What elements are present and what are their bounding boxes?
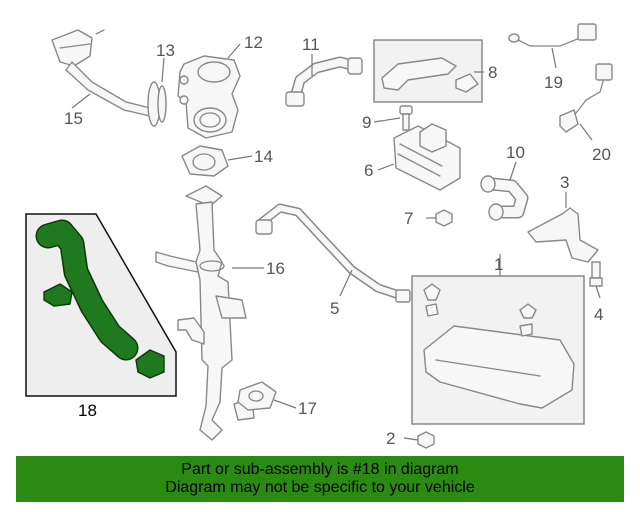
label-20: 20: [592, 145, 611, 164]
label-1: 1: [494, 255, 503, 274]
part-17-gasket[interactable]: [237, 381, 277, 411]
part-9-bolt[interactable]: [399, 105, 413, 131]
part-2-nut[interactable]: [417, 431, 435, 449]
label-2: 2: [386, 429, 395, 448]
part-3-bracket[interactable]: [527, 207, 599, 263]
part-1-canister-box[interactable]: [411, 275, 585, 425]
part-4-bolt[interactable]: [589, 261, 603, 287]
part-15-pipe[interactable]: [51, 29, 151, 117]
label-4: 4: [594, 305, 603, 324]
part-18-clamp-top: [43, 283, 73, 307]
label-11: 11: [302, 35, 320, 54]
banner-line-2: Diagram may not be specific to your vehi…: [165, 479, 475, 496]
part-8-bracket-box[interactable]: [373, 39, 483, 103]
leader-lines: [71, 43, 601, 441]
part-7-nut[interactable]: [435, 209, 453, 227]
label-7: 7: [404, 209, 413, 228]
part-19-sensor[interactable]: [508, 23, 597, 47]
part-13-gasket[interactable]: [147, 81, 167, 127]
label-6: 6: [364, 161, 373, 180]
label-18: 18: [78, 401, 97, 420]
part-11-hose[interactable]: [285, 56, 363, 107]
part-18-highlight-group[interactable]: [25, 213, 177, 397]
label-13: 13: [156, 41, 175, 60]
label-8: 8: [488, 63, 497, 82]
label-17: 17: [298, 399, 317, 418]
part-18-hose: [37, 221, 137, 359]
part-10-hose[interactable]: [480, 175, 529, 221]
part-6-module[interactable]: [393, 123, 461, 191]
info-banner: Part or sub-assembly is #18 in diagram D…: [16, 456, 624, 502]
parts-diagram: 15 13 12 14 16 17 11 8 9 6 7 10 3 4 1 5 …: [25, 23, 613, 449]
part-5-tube[interactable]: [255, 203, 411, 303]
label-16: 16: [266, 259, 285, 278]
label-14: 14: [254, 147, 273, 166]
part-12-valve[interactable]: [177, 55, 241, 139]
part-16-pipe[interactable]: [155, 185, 255, 441]
label-15: 15: [64, 109, 83, 128]
label-19: 19: [544, 73, 563, 92]
label-10: 10: [506, 143, 525, 162]
label-9: 9: [362, 113, 371, 132]
part-18-clamp-bottom: [135, 349, 165, 379]
label-12: 12: [244, 33, 263, 52]
part-14-gasket[interactable]: [181, 145, 229, 177]
part-20-sensor[interactable]: [559, 63, 613, 133]
label-3: 3: [560, 173, 569, 192]
label-5: 5: [330, 299, 339, 318]
banner-line-1: Part or sub-assembly is #18 in diagram: [181, 461, 459, 478]
